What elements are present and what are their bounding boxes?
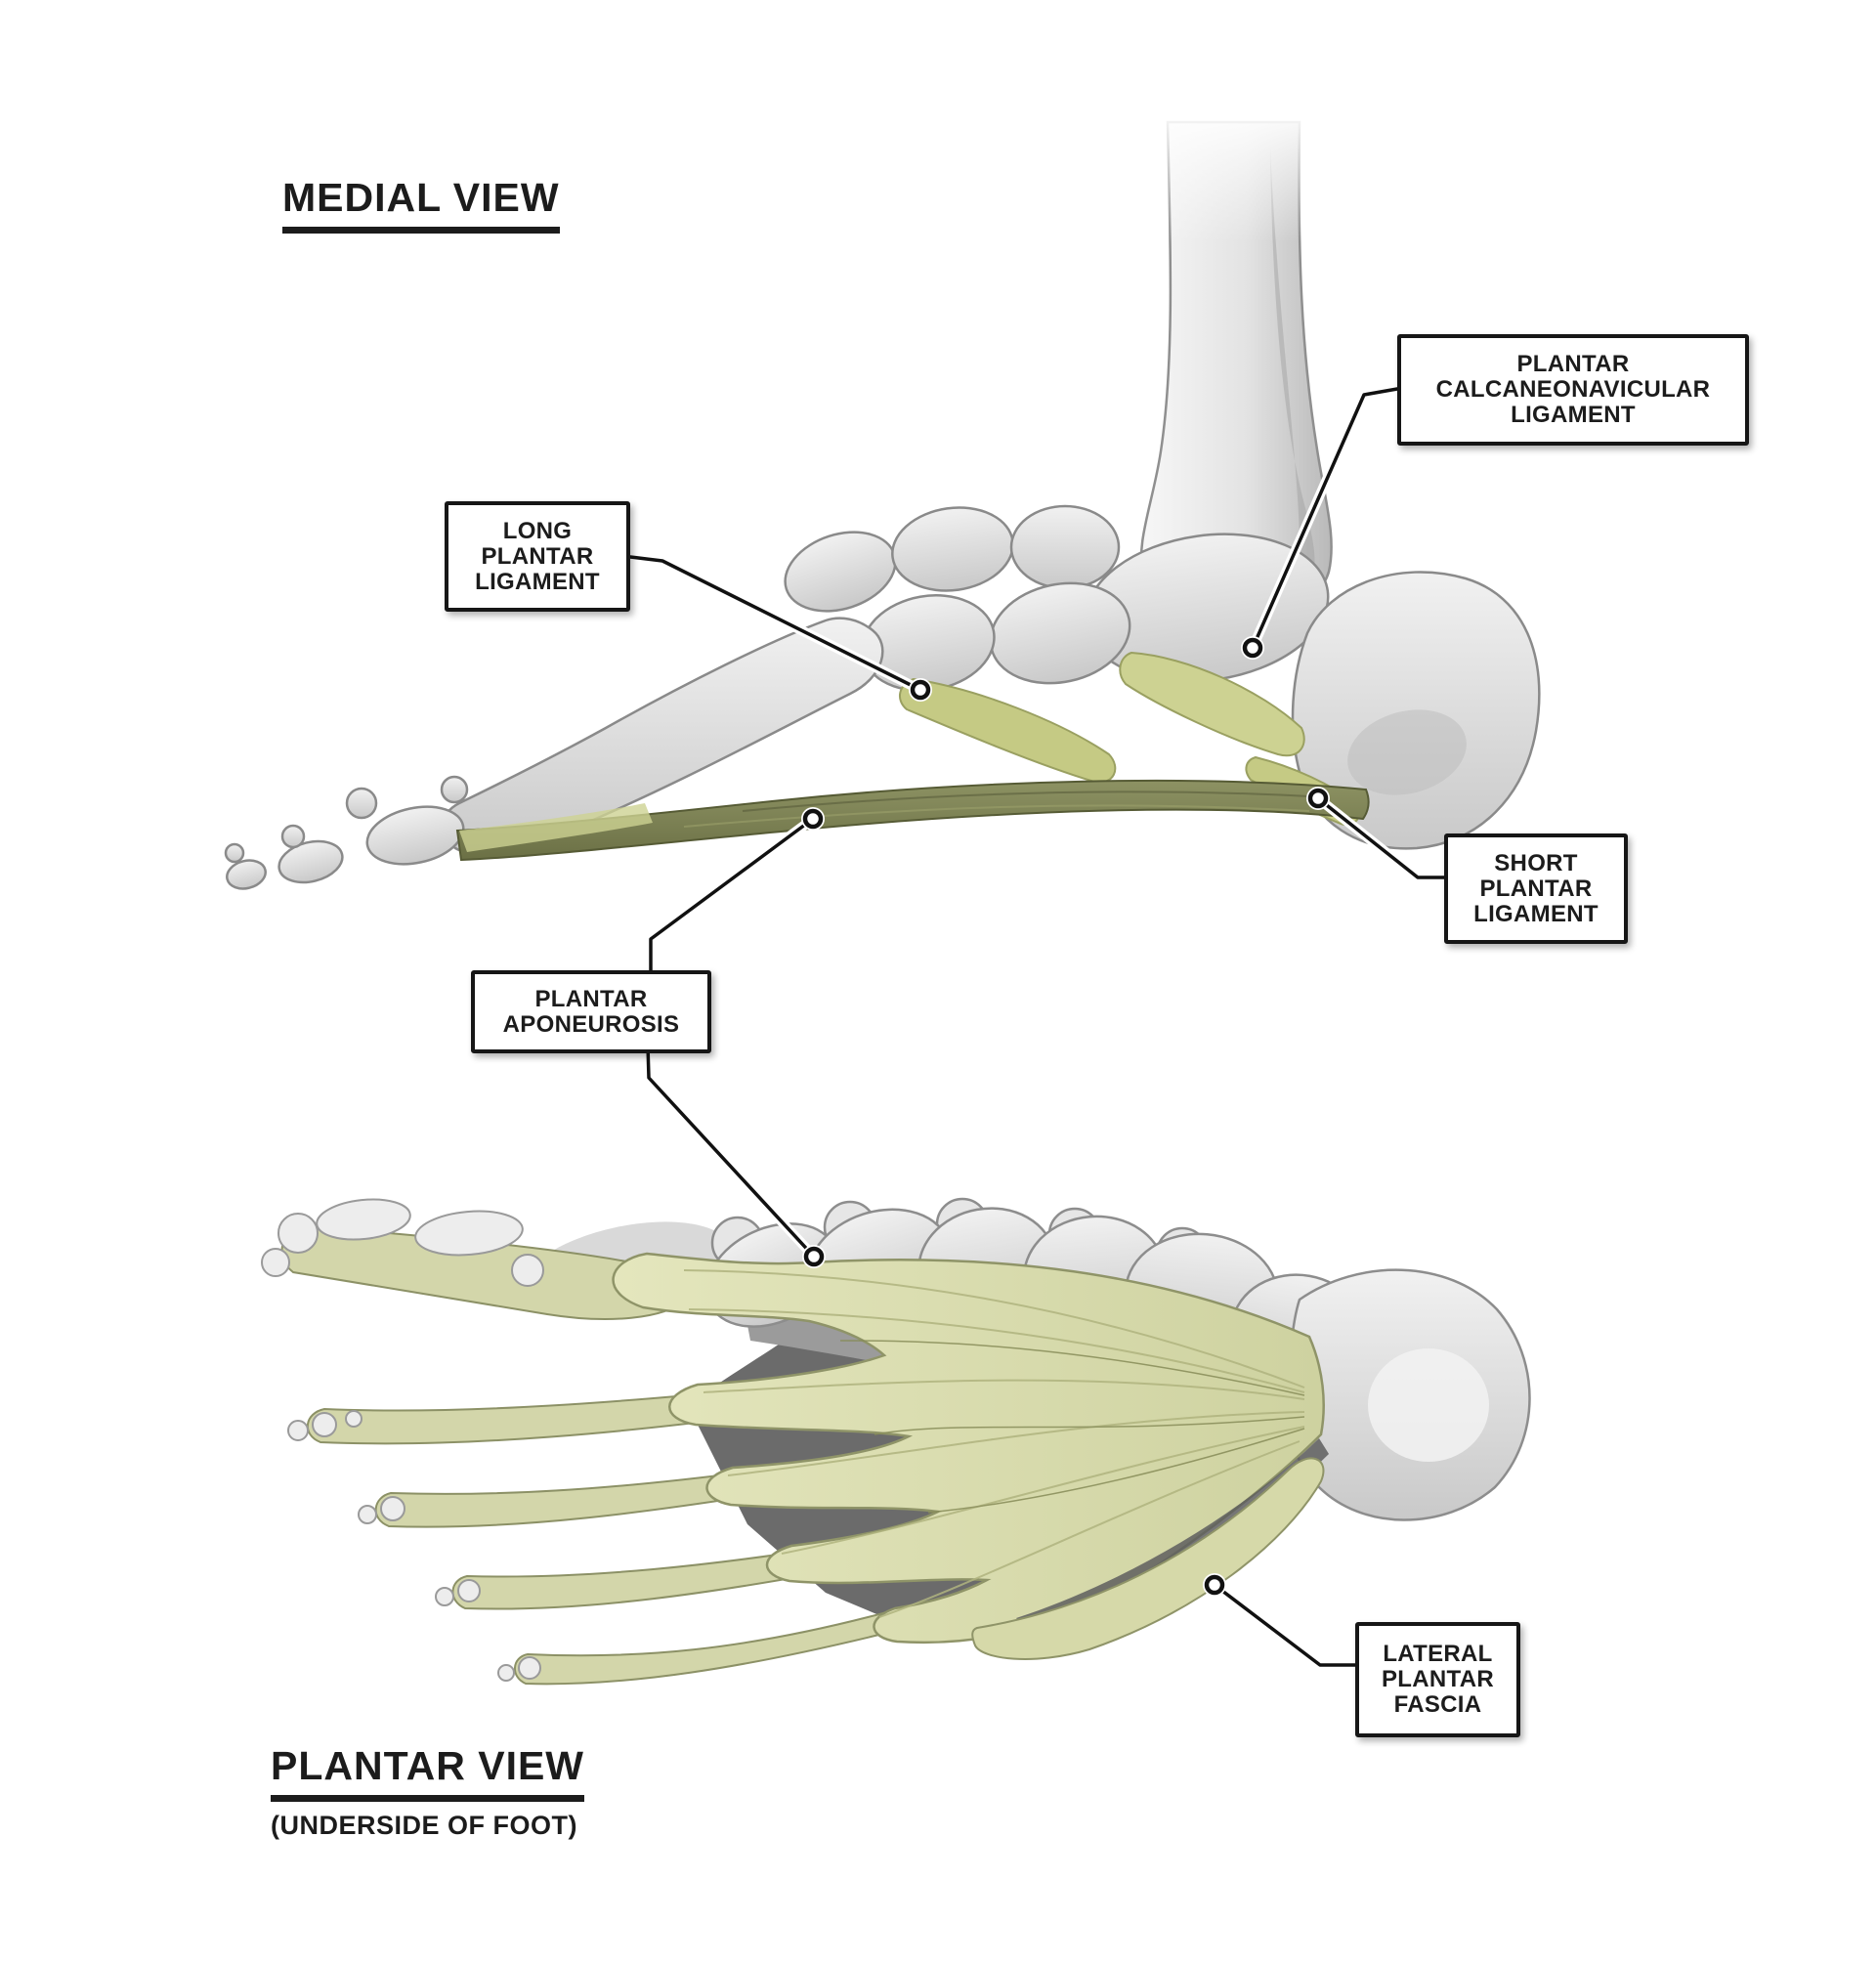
label-line: APONEUROSIS [502,1010,680,1038]
fan-fiber-streaks [683,1269,1305,1618]
label-line: LATERAL [1383,1641,1493,1667]
plantar-aponeurosis-band-shape [455,779,1370,862]
tibia-bone [1138,106,1334,627]
label-line: PLANTAR [1382,1666,1494,1692]
label-line: PLANTAR [534,985,648,1012]
label-line: CALCANEONAVICULAR [1435,376,1711,403]
label-line: PLANTAR [481,542,594,570]
ankle-and-foot-bones [224,504,1541,890]
leader-plantar-aponeurosis-lower [643,1041,826,1268]
leader-long-plantar [618,551,932,702]
plantar-aponeurosis-fan [612,1252,1325,1645]
label-plantar-aponeurosis: PLANTAR APONEUROSIS [471,970,711,1053]
plantar-calcaneonavicular-ligament-shape [1119,651,1305,757]
label-line: LIGAMENT [1511,402,1636,428]
label-lateral-plantar-fascia: LATERAL PLANTAR FASCIA [1355,1622,1520,1737]
leader-plantar-calcaneonavicular [1241,384,1402,660]
label-line: PLANTAR [1479,875,1593,902]
medial-view-heading-text: MEDIAL VIEW [282,175,560,234]
plantar-view-heading: PLANTAR VIEW (UNDERSIDE OF FOOT) [271,1743,585,1841]
label-short-plantar-ligament: SHORT PLANTAR LIGAMENT [1444,833,1628,944]
leader-lateral-plantar-fascia [1203,1573,1360,1670]
leader-short-plantar [1306,787,1449,882]
leader-plantar-aponeurosis-upper [646,807,825,975]
long-plantar-ligament-shape [898,677,1117,784]
label-long-plantar-ligament: LONG PLANTAR LIGAMENT [445,501,630,612]
medial-view-heading: MEDIAL VIEW [282,175,560,234]
heel-bone [1283,1268,1531,1521]
plantar-view-heading-text: PLANTAR VIEW [271,1743,585,1802]
label-plantar-calcaneonavicular-ligament: PLANTAR CALCANEONAVICULAR LIGAMENT [1397,334,1749,446]
label-line: LONG [502,517,573,544]
medial-view-illustration [224,106,1541,890]
lateral-plantar-fascia-shape [971,1457,1325,1660]
label-line: LIGAMENT [1473,900,1599,927]
leader-lines [618,384,1449,1670]
label-line: LIGAMENT [475,568,600,595]
label-line: FASCIA [1393,1691,1482,1718]
plantar-view-subheading: (UNDERSIDE OF FOOT) [271,1811,577,1840]
label-line: PLANTAR [1516,351,1630,377]
plantar-view-illustration [261,1197,1531,1686]
label-line: SHORT [1494,849,1578,876]
